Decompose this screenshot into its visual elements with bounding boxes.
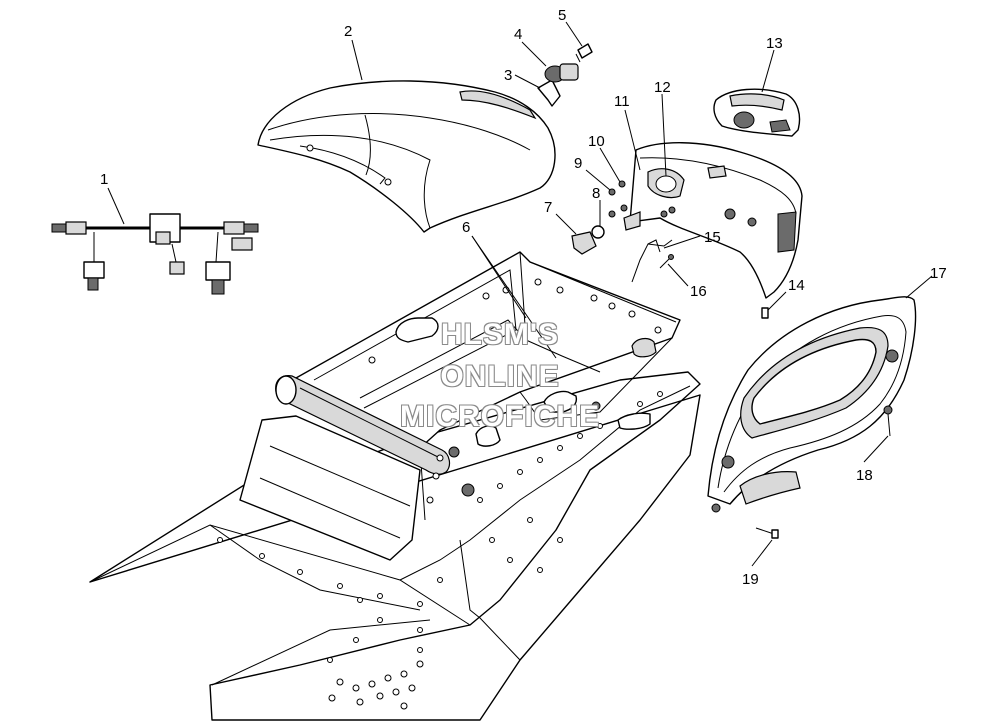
callout-10: 10 (588, 133, 605, 150)
part-8-bulb (591, 225, 605, 239)
callout-8: 8 (592, 185, 600, 202)
part-13-taillight-lens (713, 88, 801, 137)
callout-labels: 1 2 3 4 5 6 7 8 9 10 11 12 13 14 15 16 1… (100, 7, 947, 588)
callout-1: 1 (100, 171, 108, 188)
callout-14: 14 (788, 277, 805, 294)
callout-18: 18 (856, 467, 873, 484)
part-16-screw (659, 254, 674, 269)
callout-4: 4 (514, 26, 522, 43)
callout-19: 19 (742, 571, 759, 588)
chassis-tunnel (89, 251, 701, 721)
part-1-wiring-harness (51, 213, 259, 295)
callout-12: 12 (654, 79, 671, 96)
part-9-nut (608, 188, 616, 218)
callout-9: 9 (574, 155, 582, 172)
part-19-bolt (755, 527, 779, 539)
part-7-light-socket (571, 231, 597, 255)
part-17-side-panel (707, 296, 917, 513)
callout-2: 2 (344, 23, 352, 40)
part-15-bracket-rod (631, 239, 673, 283)
callout-15: 15 (704, 229, 721, 246)
leader-lines (107, 21, 933, 567)
callout-11: 11 (614, 93, 630, 110)
part-12-lens-reflector (623, 206, 676, 231)
callout-13: 13 (766, 35, 783, 52)
part-18-push-rivet (883, 405, 893, 437)
part-4-lock-cylinder (544, 63, 579, 83)
part-5-key (575, 43, 593, 63)
part-10-washer (618, 180, 628, 212)
part-11-taillight-housing (629, 142, 803, 299)
part-3-latch-bracket (537, 79, 561, 107)
part-14-pin (761, 307, 769, 319)
callout-5: 5 (558, 7, 566, 24)
callout-3: 3 (504, 67, 512, 84)
callout-7: 7 (544, 199, 552, 216)
callout-16: 16 (690, 283, 707, 300)
callout-17: 17 (930, 265, 947, 282)
callout-6: 6 (462, 219, 470, 236)
part-2-seat-cover (257, 80, 556, 233)
